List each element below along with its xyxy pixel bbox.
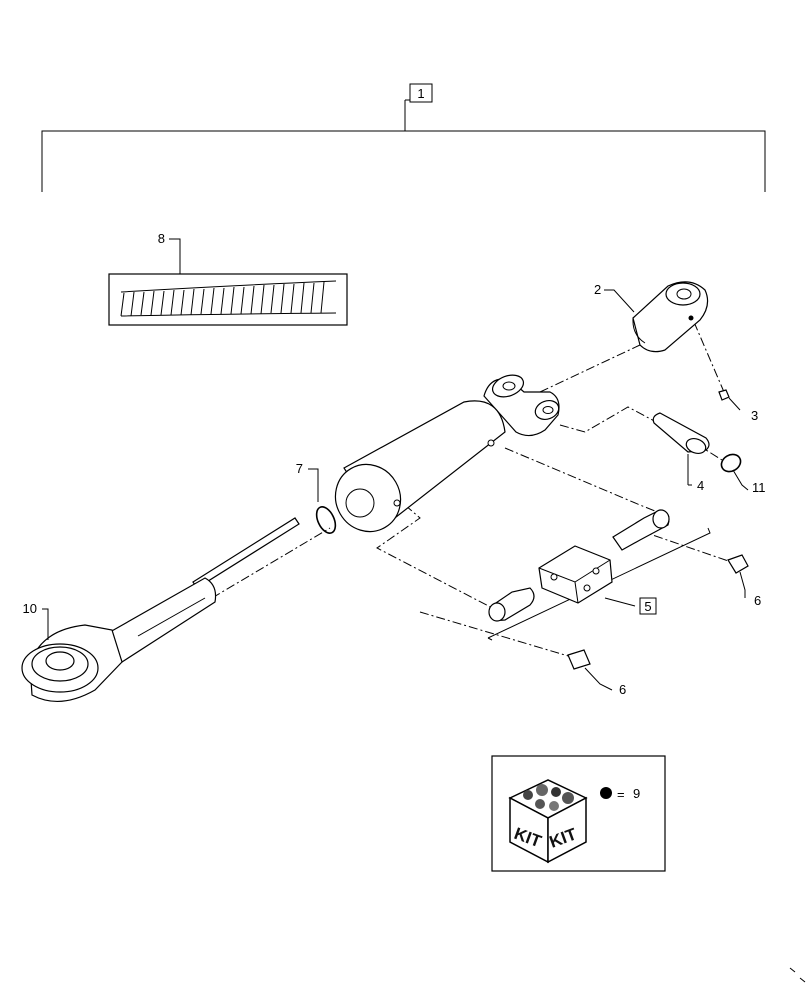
- callout-5-label: 5: [644, 599, 651, 614]
- kit-equals: =: [617, 787, 625, 802]
- pin-part: 4: [652, 412, 710, 493]
- grease-nipple-part: 3: [718, 389, 758, 423]
- callout-6-right-label: 6: [754, 593, 761, 608]
- kit-box-icon: KIT KIT: [508, 779, 588, 864]
- callout-10-label: 10: [23, 601, 37, 616]
- assembly-bracket: 1: [41, 83, 766, 192]
- assembly-centerlines: [211, 321, 741, 659]
- kit-bullet-icon: [600, 787, 612, 799]
- clevis-head-part: 2: [594, 281, 709, 353]
- callout-11-label: 11: [752, 480, 766, 495]
- callout-6-bottom-label: 6: [619, 682, 626, 697]
- corner-marks: [789, 967, 806, 983]
- callout-3-label: 3: [751, 408, 758, 423]
- callout-2-label: 2: [594, 282, 601, 297]
- valve-kit-part: 5: [487, 509, 711, 641]
- callout-8-label: 8: [158, 231, 165, 246]
- decal-part: 8: [108, 231, 348, 326]
- cylinder-part: [334, 374, 560, 533]
- callout-7-label: 7: [296, 461, 303, 476]
- plug-bottom-part: 6: [567, 649, 626, 697]
- piston-rod-part: 10: [21, 517, 300, 703]
- kit-legend: KIT KIT = 9: [491, 755, 666, 872]
- callout-1-box: [409, 83, 433, 103]
- plug-right-part: 6: [727, 554, 761, 608]
- kit-number-label: 9: [633, 786, 640, 801]
- callout-5-box: [639, 597, 657, 615]
- callout-4-label: 4: [697, 478, 704, 493]
- callout-1-label: 1: [417, 86, 424, 101]
- o-ring-part: 11: [720, 453, 766, 495]
- snap-ring-part: 7: [296, 461, 337, 534]
